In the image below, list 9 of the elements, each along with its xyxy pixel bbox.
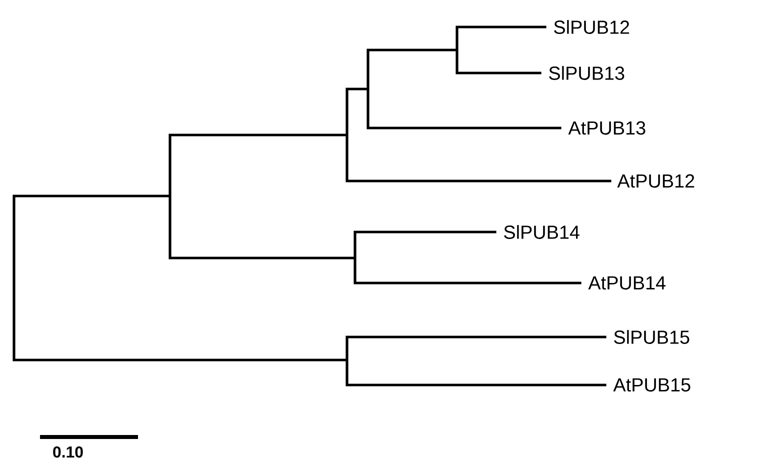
leaf-label: SlPUB12 — [554, 20, 630, 34]
leaf-label: SlPUB13 — [549, 66, 624, 80]
leaf-label: SlPUB15 — [614, 330, 690, 344]
scale-label: 0.10 — [53, 446, 83, 458]
leaf-label: AtPUB13 — [568, 121, 646, 135]
leaf-label: AtPUB12 — [617, 174, 694, 188]
leaf-label: AtPUB15 — [613, 378, 690, 392]
leaf-label: SlPUB14 — [504, 225, 580, 239]
leaf-label: AtPUB14 — [588, 276, 666, 290]
